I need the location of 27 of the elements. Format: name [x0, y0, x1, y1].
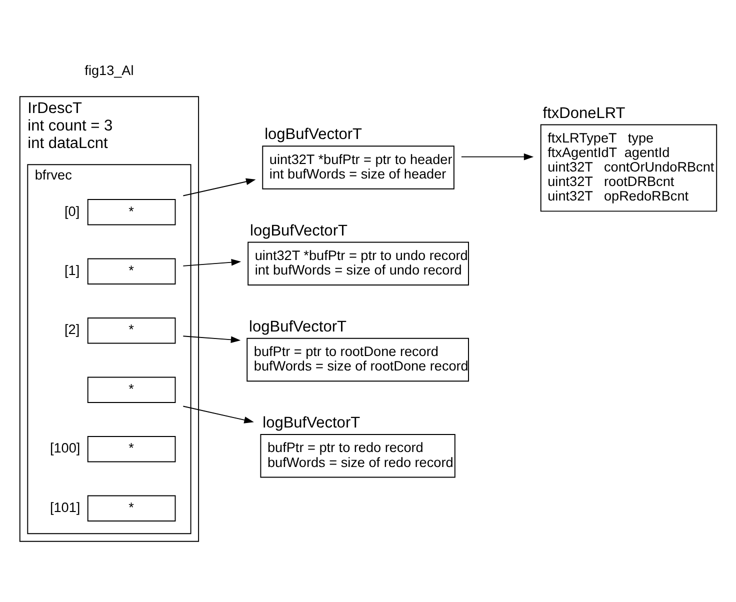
node-box: * — [87, 436, 176, 462]
node-box: * — [87, 317, 176, 344]
node-box: * — [87, 198, 176, 225]
node-box: uint32T *bufPtr = ptr to undo record int bufWords = size of undo record — [248, 241, 469, 285]
node-label: [0] — [64, 203, 80, 218]
arrow — [460, 152, 534, 160]
node-box: uint32T *bufPtr = ptr to header int bufWords = size of header — [262, 145, 454, 189]
node-box: ftxLRTypeT type ftxAgentIdT agentId uint32T contOrUndoRBcnt uint32T rootDRBcnt uint32T opRedoRBcnt — [540, 124, 718, 212]
node-label: [100] — [50, 440, 80, 456]
arrow — [182, 258, 242, 266]
node-box: * — [87, 258, 176, 284]
node-label: [2] — [64, 322, 80, 337]
arrow — [182, 178, 256, 196]
arrow — [182, 405, 254, 423]
node-label: logBufVectorT — [262, 414, 360, 432]
node-box: * — [87, 376, 176, 402]
node-label: logBufVectorT — [249, 318, 347, 335]
node-label: [101] — [50, 499, 80, 514]
node-label: logBufVectorT — [264, 126, 362, 143]
node-label: [1] — [64, 262, 80, 278]
node-label: logBufVectorT — [250, 222, 348, 239]
arrow — [182, 335, 241, 343]
node-box: bufPtr = ptr to redo record bufWords = size of redo record — [260, 434, 456, 478]
node-box: bufPtr = ptr to rootDone record bufWords = size of rootDone record — [246, 337, 469, 382]
node-box: * — [87, 494, 176, 521]
label: fig13_Al — [84, 62, 134, 78]
node-label: ftxDoneLRT — [542, 104, 626, 122]
